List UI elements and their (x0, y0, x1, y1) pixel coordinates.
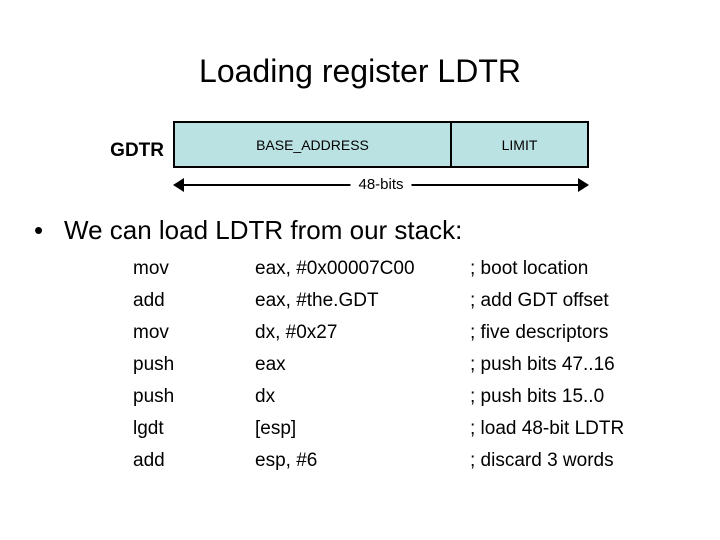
code-mnemonic: mov (133, 258, 169, 279)
bullet-item-text: We can load LDTR from our stack: (64, 215, 463, 245)
register-box: BASE_ADDRESS LIMIT (173, 121, 589, 168)
code-row: push eax ; push bits 47..16 (133, 352, 703, 384)
code-operands: [esp] (255, 418, 297, 439)
code-operands: esp, #6 (255, 450, 318, 471)
code-mnemonic: add (133, 450, 165, 471)
register-field-base-address: BASE_ADDRESS (175, 123, 452, 166)
code-comment: ; push bits 15..0 (470, 386, 605, 407)
code-operands: dx (255, 386, 276, 407)
code-mnemonic: mov (133, 322, 169, 343)
arrow-right-icon (578, 178, 589, 192)
code-operands: dx, #0x27 (255, 322, 338, 343)
code-mnemonic: add (133, 290, 165, 311)
code-comment: ; add GDT offset (470, 290, 609, 311)
code-listing: mov eax, #0x00007C00 ; boot location add… (133, 256, 703, 480)
code-comment: ; boot location (470, 258, 589, 279)
code-comment: ; five descriptors (470, 322, 609, 343)
code-row: lgdt [esp] ; load 48-bit LDTR (133, 416, 703, 448)
code-operands: eax (255, 354, 286, 375)
bullet-item: • We can load LDTR from our stack: (34, 214, 694, 246)
code-row: mov eax, #0x00007C00 ; boot location (133, 256, 703, 288)
code-row: push dx ; push bits 15..0 (133, 384, 703, 416)
code-operands: eax, #0x00007C00 (255, 258, 415, 279)
code-row: add eax, #the.GDT ; add GDT offset (133, 288, 703, 320)
width-annotation-arrow: 48-bits (173, 174, 589, 196)
code-row: mov dx, #0x27 ; five descriptors (133, 320, 703, 352)
gdtr-register-label: GDTR (110, 140, 164, 161)
arrow-left-icon (173, 178, 184, 192)
code-comment: ; push bits 47..16 (470, 354, 615, 375)
bullet-marker-icon: • (34, 215, 44, 245)
code-mnemonic: lgdt (133, 418, 164, 439)
code-mnemonic: push (133, 354, 175, 375)
code-operands: eax, #the.GDT (255, 290, 379, 311)
code-row: add esp, #6 ; discard 3 words (133, 448, 703, 480)
gdtr-register-diagram: GDTR BASE_ADDRESS LIMIT 48-bits (0, 118, 720, 196)
code-comment: ; discard 3 words (470, 450, 614, 471)
register-field-limit: LIMIT (501, 136, 538, 153)
code-mnemonic: push (133, 386, 175, 407)
page-title: Loading register LDTR (199, 53, 521, 89)
width-annotation-label: 48-bits (350, 174, 412, 195)
code-comment: ; load 48-bit LDTR (470, 418, 625, 439)
